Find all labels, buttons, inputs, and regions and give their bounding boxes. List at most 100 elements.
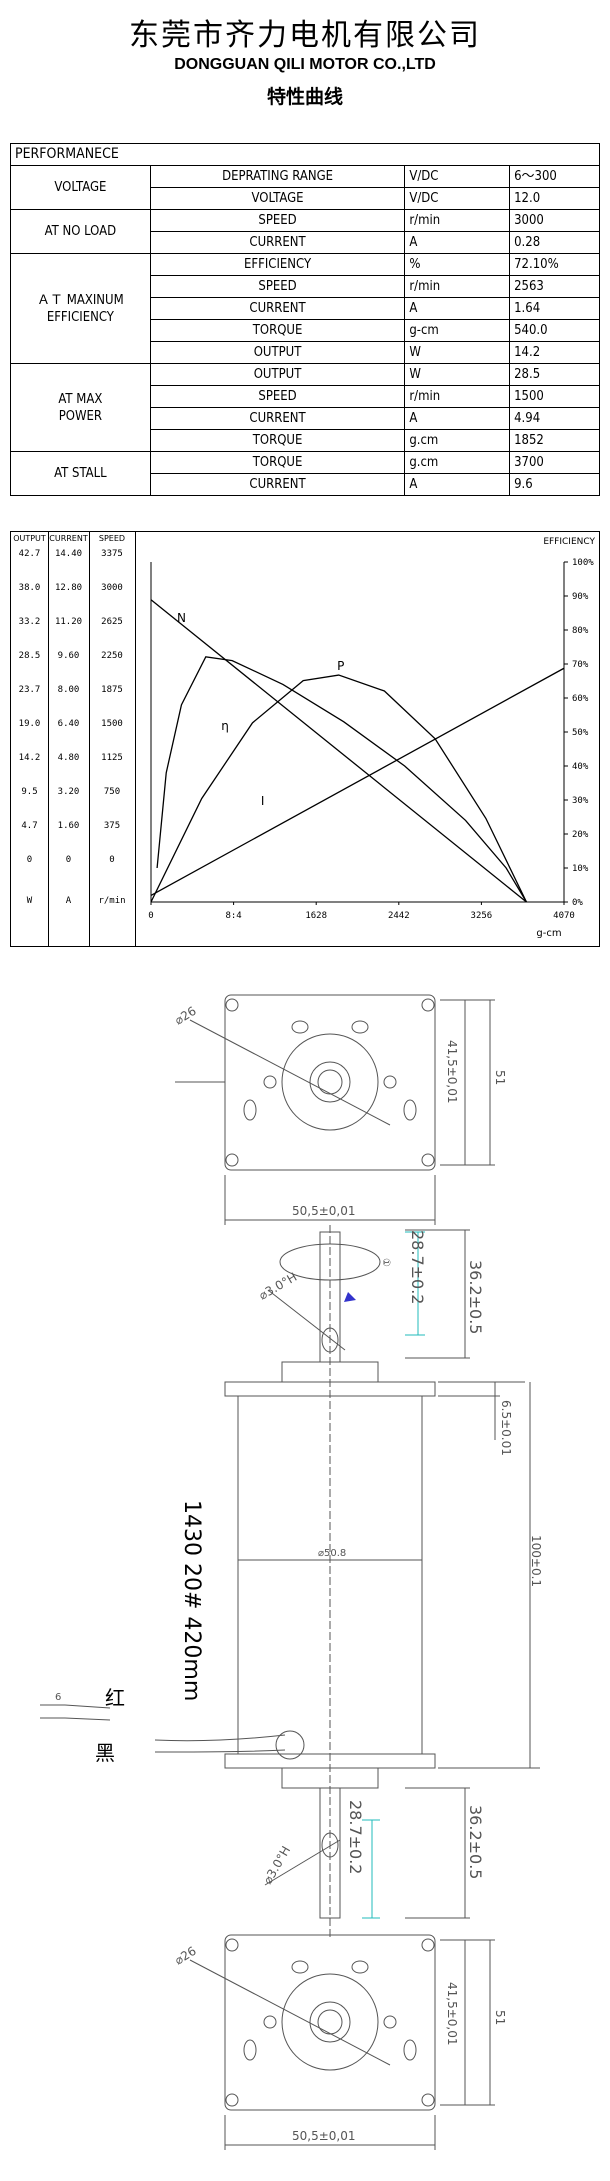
performance-value-cell: 9.6: [509, 473, 600, 496]
scale-value: 9.60: [57, 651, 80, 661]
right-tick-label: 20%: [572, 830, 589, 840]
performance-unit-cell: g.cm: [404, 451, 511, 474]
scale-value: 1.60: [57, 821, 80, 831]
scale-value: 14.2: [18, 753, 41, 763]
scale-value: 14.40: [54, 549, 83, 559]
scale-value: 8.00: [57, 685, 80, 695]
scale-value: 3375: [101, 549, 123, 559]
performance-value-cell: 1852: [509, 429, 600, 452]
company-name-chinese: 东莞市齐力电机有限公司: [129, 18, 481, 53]
scale-value: 6.40: [57, 719, 80, 729]
scale-value: 1125: [101, 753, 123, 763]
performance-param-cell: SPEED: [149, 209, 406, 232]
performance-unit-cell: W: [404, 363, 511, 386]
performance-group-label: AT STALL: [10, 451, 151, 496]
series-name-label: η: [221, 719, 229, 733]
wire-red: [154, 1734, 286, 1742]
right-tick-label: 0%: [572, 898, 583, 908]
right-tick-label: 60%: [572, 694, 589, 704]
scale-unit: A: [65, 896, 72, 906]
body-length-label: 100±0.1: [529, 1535, 543, 1587]
x-axis-label: g-cm: [536, 928, 561, 939]
series-2-curve: [150, 674, 528, 903]
performance-group-label: VOLTAGE: [10, 165, 151, 210]
red-wire-label: 红: [105, 1686, 125, 1710]
scale-column-header: CURRENT: [49, 534, 88, 543]
performance-param-cell: CURRENT: [149, 297, 406, 320]
series-name-label: I: [261, 794, 265, 808]
right-tick-label: 70%: [572, 660, 589, 670]
performance-unit-cell: A: [404, 231, 511, 254]
performance-param-cell: OUTPUT: [149, 363, 406, 386]
wire-strip-label: 6: [55, 1692, 61, 1703]
x-tick-label: 0: [148, 911, 153, 921]
scale-value: 0: [65, 855, 72, 865]
right-tick-label: 100%: [572, 558, 594, 568]
performance-param-cell: CURRENT: [149, 231, 406, 254]
performance-value-cell: 2563: [509, 275, 600, 298]
performance-group-label: ＡＴ MAXINUM EFFICIENCY: [10, 253, 151, 364]
series-name-label: P: [337, 659, 344, 673]
bottom-height-51-label: 51: [493, 2010, 507, 2025]
scale-value: 750: [103, 787, 121, 797]
cap-gap-label: 6.5±0.01: [499, 1400, 513, 1456]
x-tick-label: 2442: [388, 911, 410, 921]
performance-param-cell: SPEED: [149, 275, 406, 298]
wire-black: [154, 1749, 286, 1753]
top-height-label: 41,5±0,01: [445, 1040, 459, 1104]
performance-group-label: AT NO LOAD: [10, 209, 151, 254]
bottom-width-label: 50,5±0,01: [292, 2129, 356, 2143]
company-name-english: DONGGUAN QILI MOTOR CO.,LTD: [174, 56, 436, 73]
scale-value: 4.80: [57, 753, 80, 763]
performance-param-cell: VOLTAGE: [149, 187, 406, 210]
x-tick-label: 1628: [305, 911, 327, 921]
scale-value: 28.5: [18, 651, 41, 661]
efficiency-axis-label: EFFICIENCY: [543, 537, 595, 547]
scale-value: 33.2: [18, 617, 41, 627]
performance-unit-cell: %: [404, 253, 511, 276]
performance-param-cell: OUTPUT: [149, 341, 406, 364]
performance-value-cell: 1.64: [509, 297, 600, 320]
flat-marker-arrow: [344, 1292, 356, 1302]
performance-unit-cell: g.cm: [404, 429, 511, 452]
scale-column-header: OUTPUT: [13, 534, 46, 543]
bottom-shaft-len-label: 28.7±0.2: [346, 1800, 365, 1874]
performance-unit-cell: A: [404, 297, 511, 320]
scale-column-header: SPEED: [98, 534, 126, 543]
performance-unit-cell: r/min: [404, 275, 511, 298]
performance-param-cell: TORQUE: [149, 429, 406, 452]
top-shaft: [319, 1231, 341, 1363]
right-tick-label: 80%: [572, 626, 589, 636]
bottom-height-label: 41,5±0,01: [445, 1982, 459, 2046]
bottom-dia-label: ⌀26: [172, 1944, 198, 1968]
performance-value-cell: 540.0: [509, 319, 600, 342]
performance-unit-cell: W: [404, 341, 511, 364]
top-shaft-dia-label: ⌀3.0°H: [257, 1270, 300, 1303]
right-tick-label: 90%: [572, 592, 589, 602]
black-wire-label: 黑: [95, 1741, 115, 1765]
performance-param-cell: DEPRATING RANGE: [149, 165, 406, 188]
scale-value: 3000: [101, 583, 123, 593]
performance-unit-cell: r/min: [404, 209, 511, 232]
series-3-curve: [156, 656, 528, 903]
performance-value-cell: 1500: [509, 385, 600, 408]
performance-param-cell: TORQUE: [149, 451, 406, 474]
performance-value-cell: 0.28: [509, 231, 600, 254]
right-tick-label: 30%: [572, 796, 589, 806]
performance-param-cell: CURRENT: [149, 407, 406, 430]
bottom-shaft-dia-label: ⌀3.0°H: [260, 1844, 293, 1887]
bottom-shaft-total-label: 36.2±0.5: [466, 1805, 485, 1879]
x-tick-label: 3256: [471, 911, 493, 921]
top-shaft-len-label: 28.7±0.2: [408, 1230, 427, 1304]
